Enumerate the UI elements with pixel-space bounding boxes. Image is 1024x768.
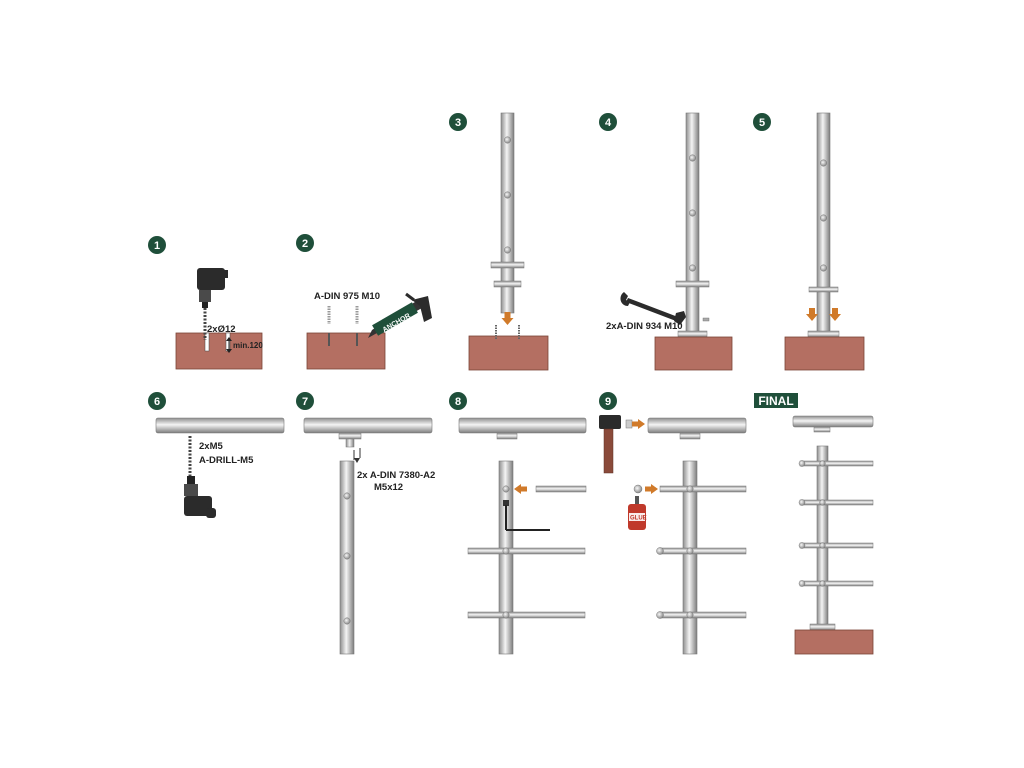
step-6: 6 2xM5 A-DRILL-M5 xyxy=(148,392,285,518)
svg-text:GLUE: GLUE xyxy=(630,516,647,522)
final-step: FINAL xyxy=(754,393,874,655)
concrete-base xyxy=(784,336,865,371)
arrow-left-icon xyxy=(514,484,527,494)
step-1-badge: 1 xyxy=(148,236,166,254)
post xyxy=(498,460,514,655)
svg-text:4: 4 xyxy=(605,117,612,129)
cross-bar xyxy=(799,499,874,506)
base-plate xyxy=(675,280,710,288)
handrail xyxy=(458,417,587,434)
cross-bar xyxy=(659,611,747,619)
final-badge: FINAL xyxy=(754,393,798,408)
step-3: 3 xyxy=(449,112,549,371)
handrail xyxy=(155,417,285,434)
drill-icon xyxy=(184,436,216,518)
hex-key-icon xyxy=(505,505,550,531)
min-depth-label: min.120 xyxy=(233,341,263,350)
screw-size-label: M5x12 xyxy=(374,482,403,493)
cross-bar xyxy=(659,485,747,493)
depth-indicator xyxy=(226,337,232,353)
drill-bit-label: A-DRILL-M5 xyxy=(199,455,254,466)
step-2: 2 A-DIN 975 M10 ANCHOR xyxy=(296,234,432,370)
concrete-base xyxy=(468,335,549,371)
base-plate xyxy=(490,261,525,269)
concrete-base xyxy=(794,629,874,655)
hammer-icon xyxy=(599,415,621,474)
nut-label: 2xA-DIN 934 M10 xyxy=(606,321,683,332)
arrow-down-icon xyxy=(829,308,841,321)
svg-text:7: 7 xyxy=(302,396,308,408)
concrete-base xyxy=(175,332,263,370)
post xyxy=(816,112,831,339)
saddle-bracket xyxy=(338,432,362,440)
svg-text:3: 3 xyxy=(455,117,461,129)
drill-diameter-label: 2xØ12 xyxy=(207,324,236,335)
step-8: 8 xyxy=(449,392,587,655)
post xyxy=(816,445,829,629)
handrail xyxy=(792,415,874,428)
cross-bar xyxy=(467,611,586,619)
post xyxy=(682,460,698,655)
glue-bottle-icon: GLUE xyxy=(628,496,647,530)
arrow-down-icon xyxy=(501,312,514,325)
svg-text:2: 2 xyxy=(302,238,308,250)
handrail xyxy=(303,417,433,434)
step-4-badge: 4 xyxy=(599,113,617,131)
step-6-badge: 6 xyxy=(148,392,166,410)
step-5: 5 xyxy=(753,112,865,371)
svg-text:6: 6 xyxy=(154,396,160,408)
step-9: 9 GLUE xyxy=(599,392,747,655)
svg-text:9: 9 xyxy=(605,396,611,408)
arrow-right-icon xyxy=(645,484,658,494)
cross-bar xyxy=(467,547,586,555)
screw-icon xyxy=(353,448,361,463)
svg-text:8: 8 xyxy=(455,396,461,408)
drill-icon xyxy=(197,268,228,340)
step-7: 7 2x A-DIN 7380-A2 M5x12 xyxy=(296,392,435,655)
step-8-badge: 8 xyxy=(449,392,467,410)
screw-label: 2xM5 xyxy=(199,441,223,452)
step-5-badge: 5 xyxy=(753,113,771,131)
cross-bar xyxy=(799,460,874,467)
step-4: 4 2xA-DIN 934 M10 xyxy=(599,112,733,371)
svg-text:5: 5 xyxy=(759,117,765,129)
cross-bar xyxy=(659,547,747,555)
step-3-badge: 3 xyxy=(449,113,467,131)
screw-label: 2x A-DIN 7380-A2 xyxy=(357,470,435,481)
arrow-right-icon xyxy=(632,419,645,429)
post xyxy=(685,112,700,339)
wrench-icon xyxy=(620,292,686,325)
concrete-base xyxy=(306,332,386,370)
step-2-badge: 2 xyxy=(296,234,314,252)
threaded-rod-icon xyxy=(327,306,359,346)
svg-text:FINAL: FINAL xyxy=(758,394,793,408)
cross-bar xyxy=(535,485,587,493)
cross-bar xyxy=(799,580,874,587)
post-cover xyxy=(808,286,839,293)
cross-bar xyxy=(799,542,874,549)
handrail xyxy=(647,417,747,434)
step-7-badge: 7 xyxy=(296,392,314,410)
concrete-base xyxy=(654,336,733,371)
threaded-rod-label: A-DIN 975 M10 xyxy=(314,291,380,302)
svg-text:1: 1 xyxy=(154,240,160,252)
arrow-down-icon xyxy=(806,308,818,321)
step-1: 1 2xØ12 min.120 xyxy=(148,236,263,370)
step-9-badge: 9 xyxy=(599,392,617,410)
